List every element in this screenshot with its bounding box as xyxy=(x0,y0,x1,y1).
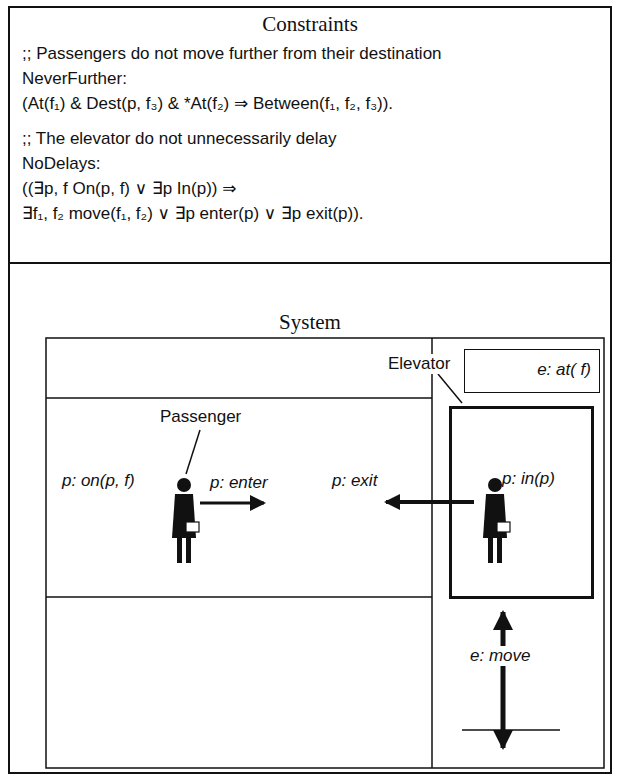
callout-label: Passenger xyxy=(158,407,243,427)
state-label: e: at( f) xyxy=(537,360,591,380)
panel-title: System xyxy=(279,310,341,335)
formula-text: (At(f₁) & Dest(p, f₃) & *At(f₂) ⇒ Betwee… xyxy=(22,94,393,114)
panel-title: Constraints xyxy=(262,12,358,37)
comment-text: ;; The elevator do not unnecessarily del… xyxy=(22,129,336,149)
constraint-name: NeverFurther: xyxy=(22,69,127,89)
system-panel: System p: in(p) e: at( f) xyxy=(8,262,612,774)
comment-text: ;; Passengers do not move further from t… xyxy=(22,44,442,64)
action-label: p: exit xyxy=(330,471,379,491)
action-label: p: on(p, f) xyxy=(60,471,137,491)
formula-text: ((∃p, f On(p, f) ∨ ∃p In(p)) ⇒ xyxy=(22,179,236,199)
formula-text: ∃f₁, f₂ move(f₁, f₂) ∨ ∃p enter(p) ∨ ∃p … xyxy=(22,204,364,224)
passenger-figure xyxy=(483,478,510,563)
callout-label: Elevator xyxy=(386,354,452,374)
passenger-figure xyxy=(172,478,199,563)
state-box: e: at( f) xyxy=(464,349,600,393)
action-label: p: enter xyxy=(208,473,270,493)
constraints-panel: Constraints ;; Passengers do not move fur… xyxy=(8,6,612,264)
exit-arrow xyxy=(386,500,474,504)
elevator-car: p: in(p) xyxy=(449,406,594,599)
constraint-name: NoDelays: xyxy=(22,154,100,174)
action-label: e: move xyxy=(468,646,532,666)
move-arrow xyxy=(501,612,506,748)
state-label: p: in(p) xyxy=(502,469,555,489)
enter-arrow xyxy=(200,502,264,505)
building xyxy=(46,338,604,768)
